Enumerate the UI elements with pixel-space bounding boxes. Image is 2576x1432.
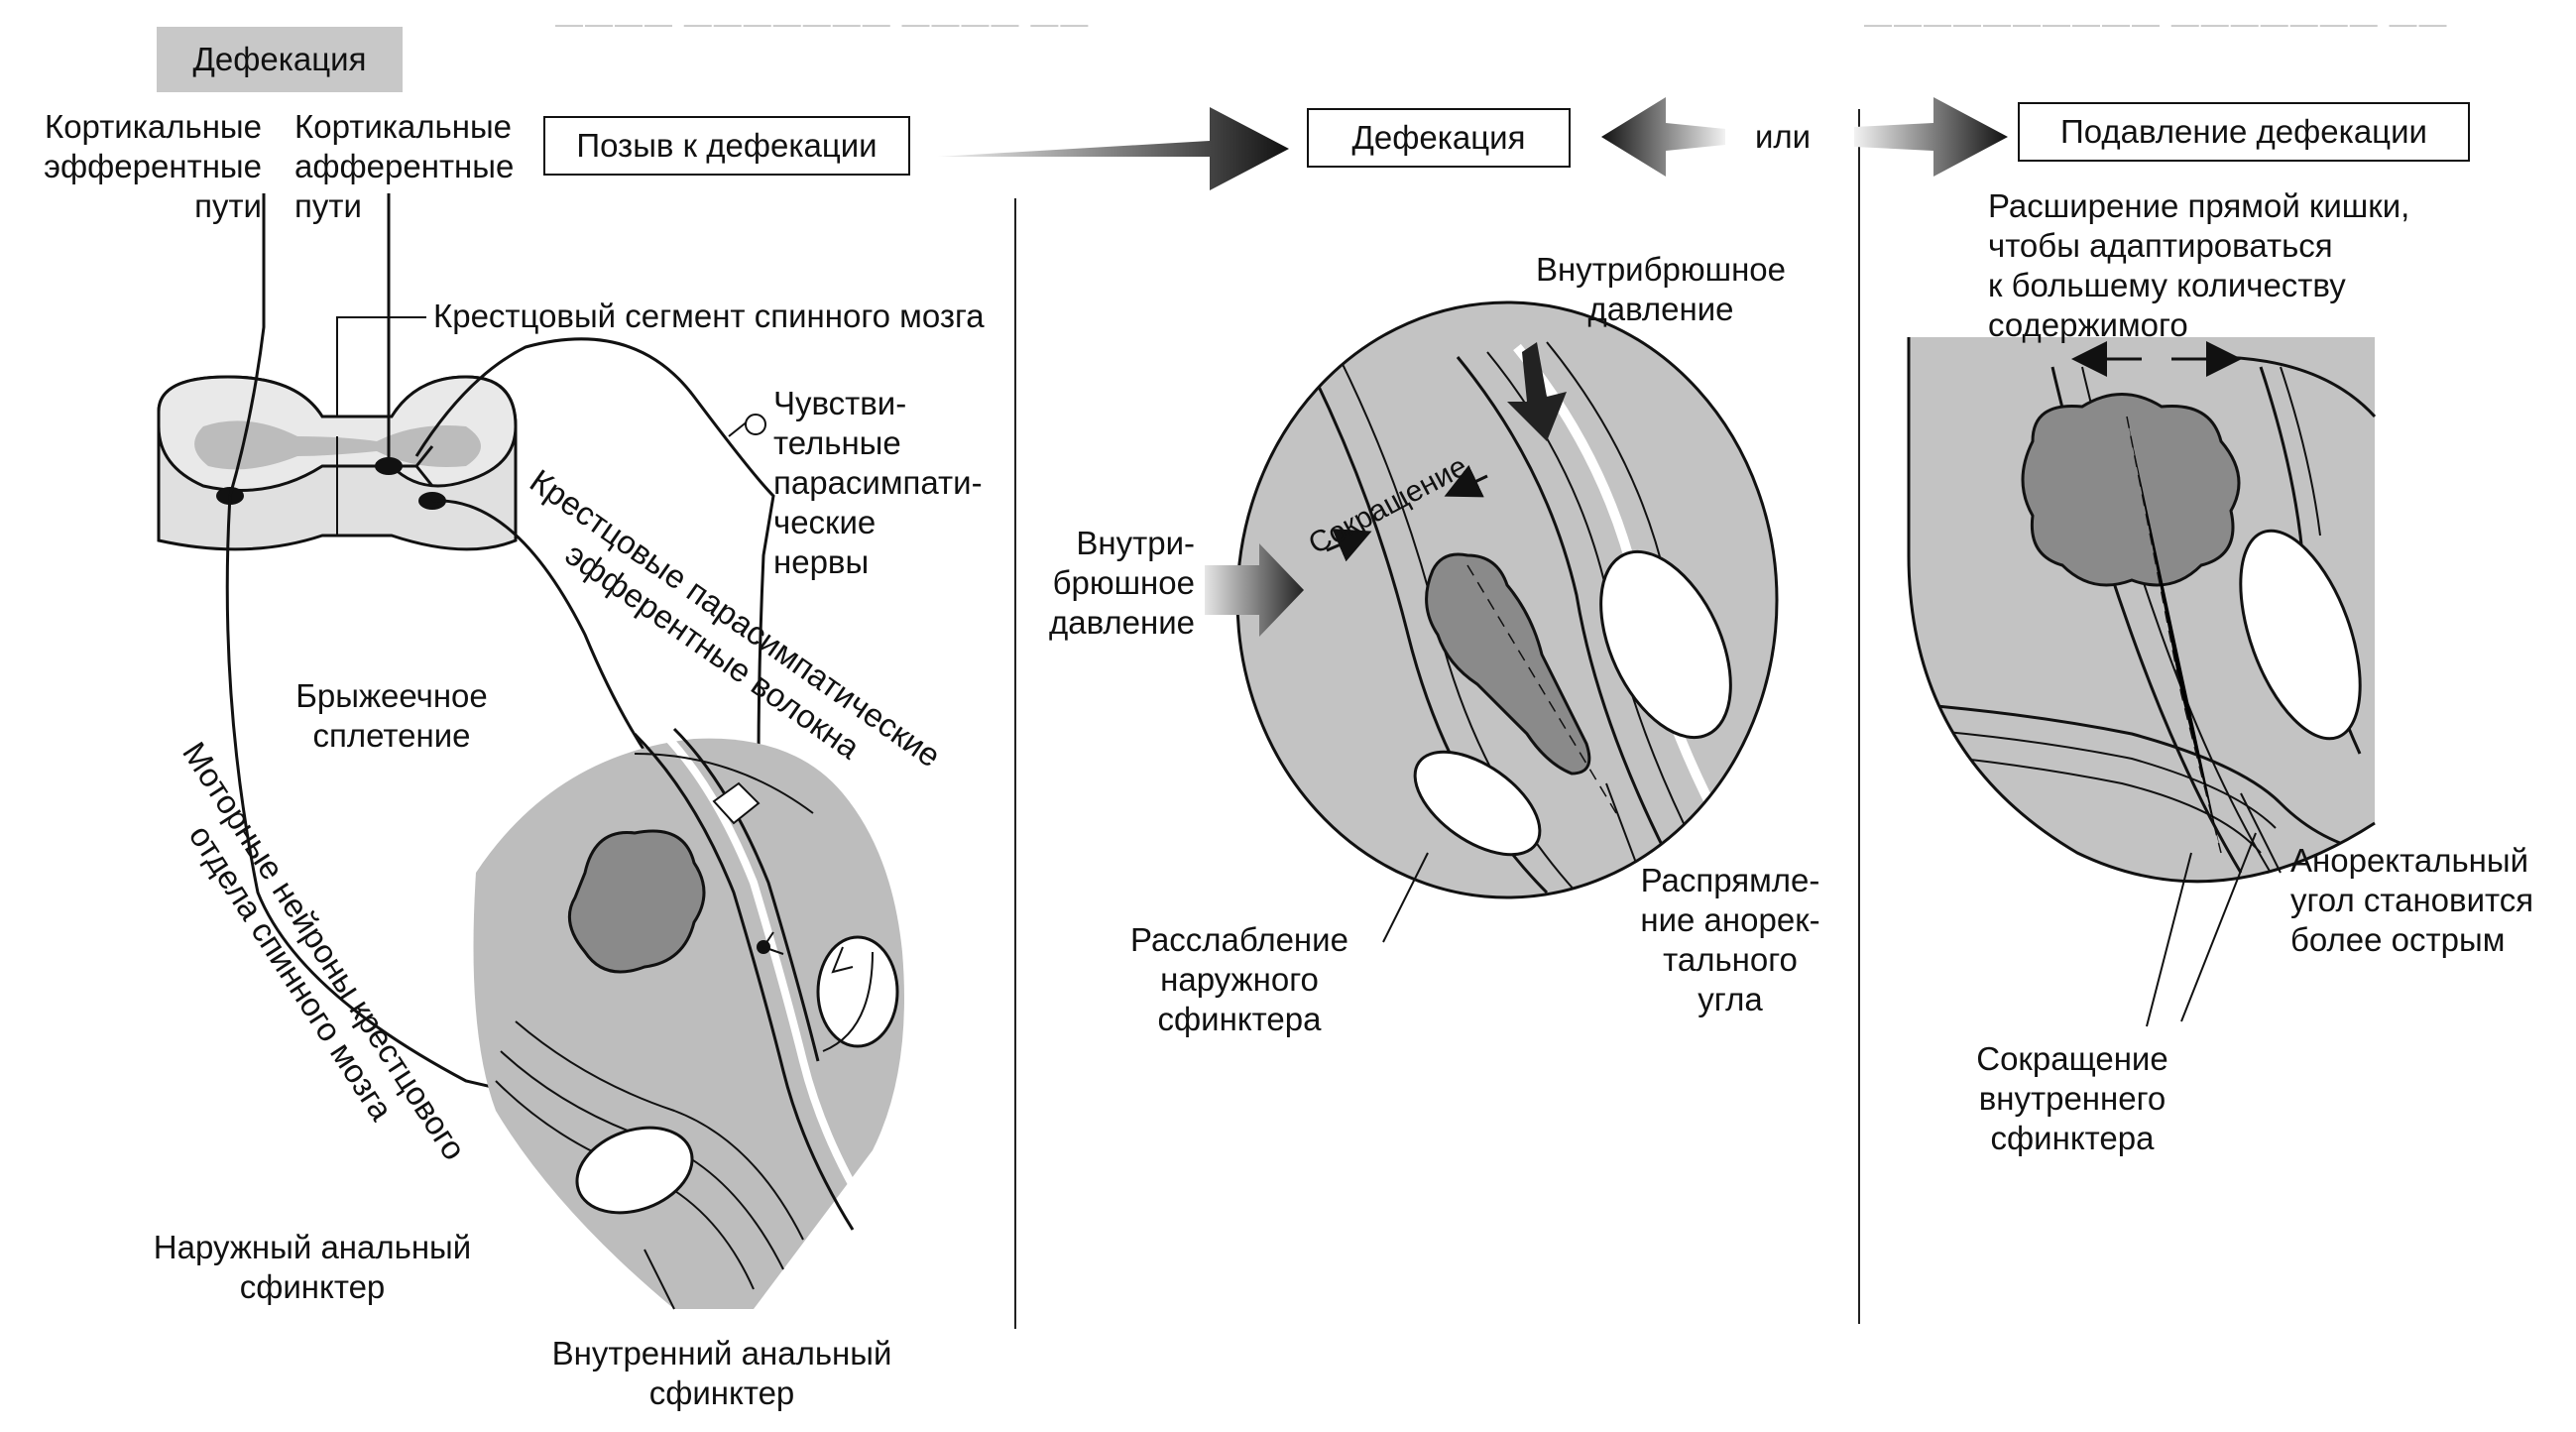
defecation-box: Дефекация: [1307, 108, 1571, 168]
internal-sphincter-label: Внутренний анальный сфинктер: [551, 1335, 892, 1411]
flow-arrow-right: [1854, 97, 2008, 177]
mesenteric-plexus-label: Брыжеечное сплетение: [295, 677, 488, 754]
cortical-afferent-label: Кортикальные афферентные пути: [294, 108, 515, 224]
flow-arrow-right: [937, 107, 1289, 190]
flow-arrow-left: [1601, 97, 1725, 177]
feces-mass: [567, 829, 706, 974]
suppression-box: Подавление дефекации: [2018, 102, 2470, 162]
relax-external-label: Расслабление наружного сфинктера: [1130, 921, 1348, 1037]
cortical-efferent-label: Кортикальные эфферентные пути: [44, 108, 262, 224]
pressure-arrow: [1507, 342, 1567, 441]
bleed-text: ———— ——————— ———— ——: [555, 8, 1091, 39]
title-tag: Дефекация: [157, 27, 403, 92]
sensory-nerves-label: Чувстви- тельные парасимпати- ческие нер…: [773, 385, 983, 580]
motor-neuron-path: [225, 495, 596, 1113]
or-label: или: [1754, 118, 1812, 155]
straighten-angle-label: Распрямле- ние анорек- тального угла: [1640, 862, 1820, 1017]
internal-contraction-label: Сокращение внутреннего сфинктера: [1976, 1040, 2168, 1156]
bleed-text: —————————— ——————— ——: [1864, 8, 2449, 39]
intra-pressure-top-label: Внутрибрюшное давление: [1535, 251, 1787, 327]
rectum-drawing-1: [473, 726, 904, 1310]
feces-mass: [2021, 393, 2241, 587]
pointer-line: [336, 316, 426, 417]
sacral-segment-label: Крестцовый сегмент спинного мозга: [433, 298, 985, 334]
external-sphincter-label: Наружный анальный сфинктер: [153, 1229, 472, 1305]
urge-box: Позыв к дефекации: [543, 116, 910, 176]
rectum-expansion-label: Расширение прямой кишки, чтобы адаптиров…: [1988, 187, 2410, 343]
feces-mass: [1425, 552, 1591, 776]
pressure-arrow: [1205, 543, 1304, 637]
anorectal-angle-label: Аноректальный угол становится более остр…: [2290, 842, 2534, 958]
intra-pressure-left-label: Внутри- брюшное давление: [1048, 525, 1195, 641]
cortical-efferent-path: [228, 193, 266, 497]
sensor-endpoint: [745, 414, 766, 435]
rectum-drawing-2: [1237, 302, 1777, 897]
